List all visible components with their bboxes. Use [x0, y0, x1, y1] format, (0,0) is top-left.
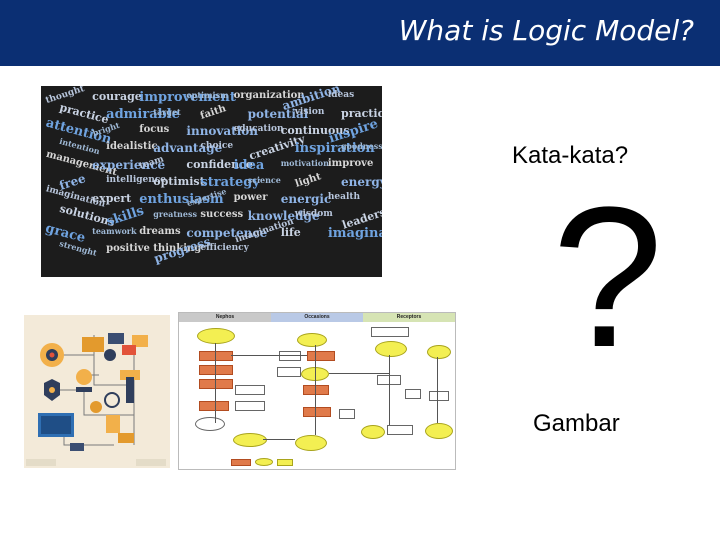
wordcloud-word: experience — [92, 158, 166, 172]
flowchart-node — [427, 345, 451, 359]
flowchart-node — [199, 379, 233, 389]
infographic-drawing — [24, 315, 170, 468]
flowchart-node — [371, 327, 409, 337]
flowchart-node — [197, 328, 235, 344]
flowchart-connector — [231, 355, 307, 356]
flowchart-legend — [277, 459, 293, 466]
flowchart-node — [307, 351, 335, 361]
wordcloud-word: choice — [200, 141, 234, 151]
wordcloud-word: focus — [139, 124, 170, 135]
wordcloud-word: innovation — [186, 124, 259, 138]
wordcloud-word: teamwork — [92, 226, 137, 236]
wordcloud-word: imaginative — [327, 226, 382, 241]
gambar-label: Gambar — [533, 410, 620, 437]
slide-title: What is Logic Model? — [398, 14, 694, 47]
flowchart-node — [405, 389, 421, 399]
wordcloud-word: improvement — [139, 90, 236, 105]
wordcloud-word: wisdom — [294, 209, 333, 219]
wordcloud-word: enthusiasm — [139, 192, 224, 207]
flowchart-connector — [315, 345, 316, 435]
wordcloud-word: inspiration — [294, 141, 375, 156]
wordcloud-word: optimism — [186, 90, 229, 100]
wordcloud-word: ideas — [327, 90, 355, 100]
flowchart-node — [429, 391, 449, 401]
wordcloud-word: improve — [327, 158, 374, 169]
wordcloud-word: light — [293, 171, 323, 190]
wordcloud-word: vision — [294, 107, 325, 117]
flowchart-node — [361, 425, 385, 439]
flowchart-connector — [263, 439, 295, 440]
wordcloud-word: energy — [341, 175, 382, 189]
flowchart-connector — [215, 343, 216, 423]
technology-infographic-image — [24, 315, 170, 468]
flowchart-node — [375, 341, 407, 357]
title-bar: What is Logic Model? — [0, 0, 720, 66]
wordcloud-word: knowledge — [247, 209, 320, 223]
flowchart-connector — [437, 357, 438, 423]
wordcloud-word: life — [280, 226, 301, 239]
flowchart-node — [295, 435, 327, 451]
flowchart-node — [233, 433, 267, 447]
wordcloud-word: power — [233, 192, 268, 203]
flowchart-node — [339, 409, 355, 419]
wordcloud-word: energic — [280, 192, 332, 206]
wordcloud-word: efficiency — [200, 243, 249, 253]
wordcloud-word: optimist — [153, 175, 205, 188]
wordcloud-word: faith — [199, 103, 228, 122]
wordcloud-word: confidence — [186, 158, 253, 171]
wordcloud-word: motivation — [280, 158, 329, 168]
flowchart-node — [303, 385, 329, 395]
wordcloud-word: target — [153, 107, 181, 117]
wordcloud-word: admirable — [106, 107, 180, 122]
wordcloud-word: organization — [233, 90, 305, 101]
flowchart-node — [387, 425, 413, 435]
question-mark: ? — [552, 166, 664, 389]
wordcloud-word: education — [233, 124, 284, 134]
flowchart-node — [277, 367, 301, 377]
wordcloud-word: competence — [186, 226, 268, 240]
flowchart-node — [235, 401, 265, 411]
flowchart-header-nephos: Nephos — [179, 313, 271, 322]
wordcloud-word: greatness — [153, 209, 197, 219]
wordcloud-word: success — [200, 209, 244, 220]
flowchart-node — [297, 333, 327, 347]
flowchart-node — [195, 417, 225, 431]
wordcloud-word: advantage — [153, 141, 223, 155]
wordcloud-word: science — [247, 175, 281, 185]
flowchart-node — [199, 401, 229, 411]
wordcloud-word: continuous — [280, 124, 350, 137]
flowchart-node — [199, 365, 233, 375]
flowchart-node — [303, 407, 331, 417]
flowchart-header-occasions: Occasions — [271, 313, 363, 322]
wordcloud-word: idealistic — [106, 141, 158, 152]
wordcloud-word: strategy — [200, 175, 260, 190]
flowchart-connector — [329, 373, 389, 374]
wordcloud-word: expert — [92, 192, 132, 205]
flowchart-node — [199, 351, 233, 361]
wordcloud-word: intelligence — [106, 175, 167, 185]
wordcloud-word: dreams — [139, 226, 181, 237]
flowchart-node — [235, 385, 265, 395]
flowchart-header-receptors: Receptors — [363, 313, 455, 322]
flowchart-legend — [231, 459, 251, 466]
flowchart-legend — [255, 458, 273, 466]
wordcloud-word: health — [327, 192, 361, 202]
kata-kata-label: Kata-kata? — [512, 142, 629, 169]
wordcloud-word: courage — [92, 90, 142, 103]
flowchart-connector — [389, 355, 390, 425]
flowchart-image: Nephos Occasions Receptors — [178, 312, 456, 470]
flowchart-node — [279, 351, 301, 361]
wordcloud-word: goodness — [341, 141, 382, 151]
wordcloud-word: potential — [247, 107, 309, 121]
wordcloud-word: practicing — [341, 107, 382, 120]
wordcloud-word: positive thinking — [106, 243, 202, 254]
flowchart-node — [425, 423, 453, 439]
wordcloud-word: idea — [233, 158, 265, 173]
